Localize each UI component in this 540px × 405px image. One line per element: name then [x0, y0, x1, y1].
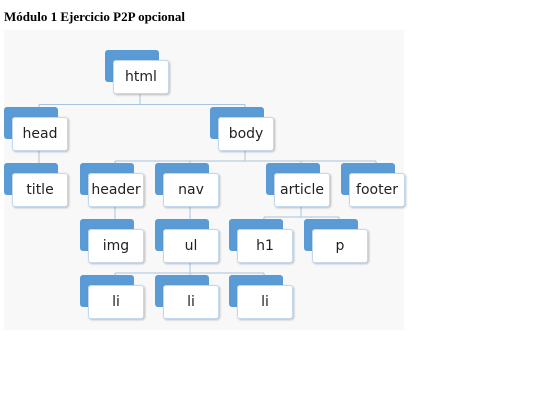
node-label: article — [274, 173, 330, 207]
node-li-2: li — [155, 275, 219, 321]
node-label: h1 — [237, 229, 293, 263]
node-h1: h1 — [229, 219, 293, 265]
page-title: Módulo 1 Ejercicio P2P opcional — [4, 9, 186, 24]
node-p: p — [304, 219, 368, 265]
node-article: article — [266, 163, 330, 209]
node-label: li — [88, 285, 144, 319]
node-ul: ul — [155, 219, 219, 265]
node-head: head — [4, 107, 68, 153]
node-label: body — [218, 117, 274, 151]
node-li-3: li — [229, 275, 293, 321]
node-footer: footer — [341, 163, 405, 209]
node-label: li — [237, 285, 293, 319]
node-label: title — [12, 173, 68, 207]
node-label: nav — [163, 173, 219, 207]
node-label: p — [312, 229, 368, 263]
node-label: head — [12, 117, 68, 151]
node-label: img — [88, 229, 144, 263]
node-img: img — [80, 219, 144, 265]
node-label: li — [163, 285, 219, 319]
node-nav: nav — [155, 163, 219, 209]
node-label: footer — [349, 173, 405, 207]
node-html: html — [105, 50, 169, 96]
node-label: header — [88, 173, 144, 207]
node-label: ul — [163, 229, 219, 263]
node-title: title — [4, 163, 68, 209]
node-label: html — [113, 60, 169, 94]
node-li-1: li — [80, 275, 144, 321]
node-header: header — [80, 163, 144, 209]
node-body: body — [210, 107, 274, 153]
